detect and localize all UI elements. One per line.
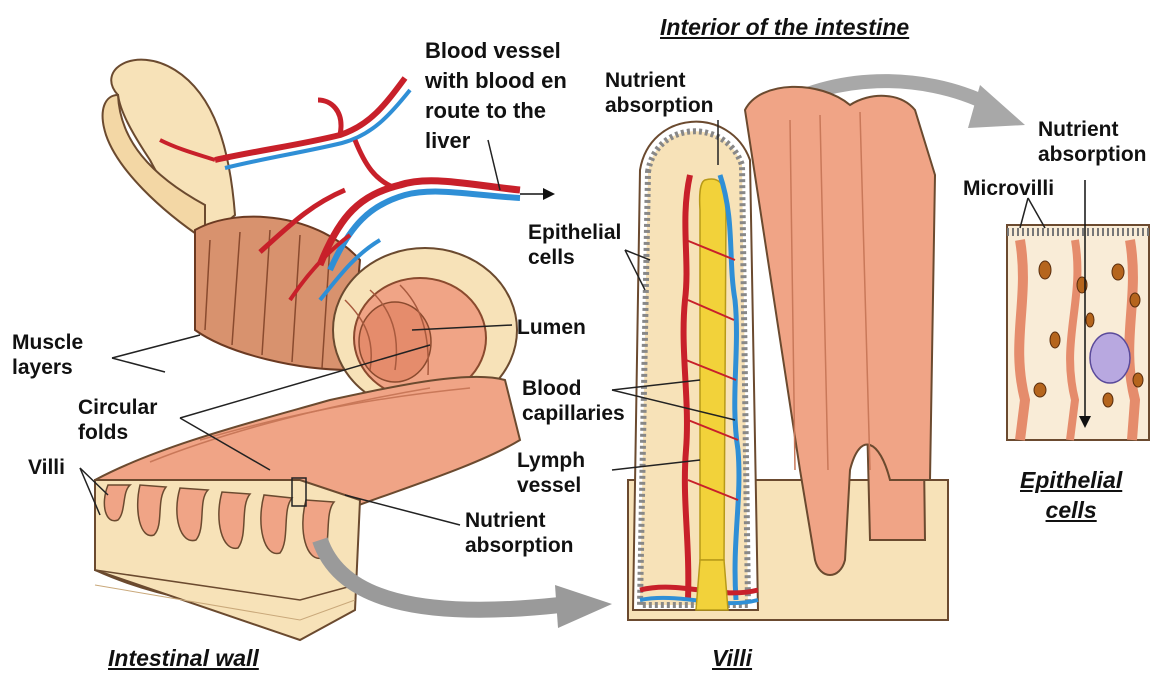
circular-folds-label: Circular folds [78, 395, 157, 445]
epithelial-cells-title: Epithelial cells [1020, 465, 1122, 525]
nutrient-absorption-cell-label: Nutrient absorption [1038, 117, 1147, 167]
villi-label: Villi [28, 455, 65, 480]
blood-capillaries-label: Blood capillaries [522, 376, 625, 426]
microvilli-label: Microvilli [963, 176, 1054, 201]
muscle-layers-label: Muscle layers [12, 330, 83, 380]
nutrient-absorption-wall-label: Nutrient absorption [465, 508, 574, 558]
blood-vessel-label: Blood vessel with blood en route to the … [425, 36, 567, 156]
villus-drawing [628, 87, 948, 620]
interior-title: Interior of the intestine [660, 14, 909, 41]
epithelial-cells-label: Epithelial cells [528, 220, 621, 270]
lumen-label: Lumen [517, 315, 586, 340]
epithelial-cells-drawing [1007, 180, 1149, 440]
nutrient-absorption-villus-label: Nutrient absorption [605, 68, 714, 118]
intestinal-wall-title: Intestinal wall [108, 645, 259, 672]
lymph-vessel-label: Lymph vessel [517, 448, 585, 498]
villi-title: Villi [712, 645, 752, 672]
